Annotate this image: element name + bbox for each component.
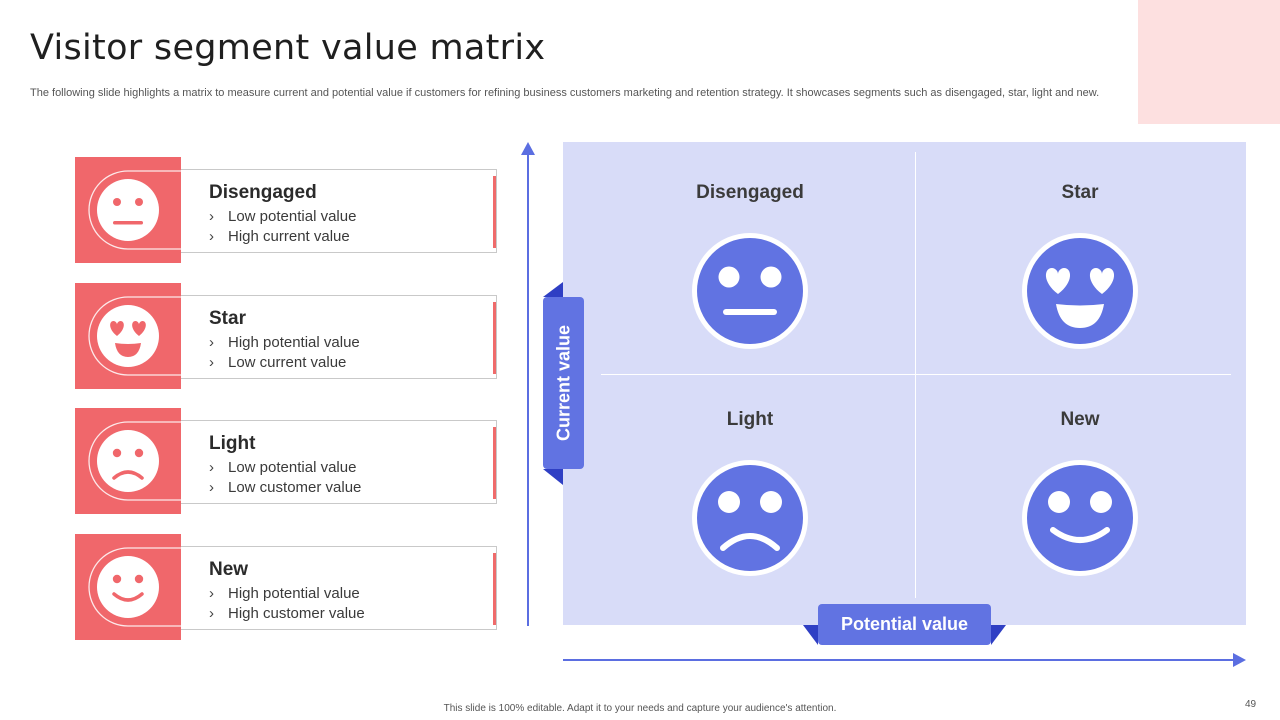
icon-tile [75, 534, 181, 640]
chevron-icon: › [209, 208, 214, 225]
card-edge [493, 553, 496, 625]
y-axis-arrow-icon [521, 142, 535, 155]
segment-card-star: Star ›High potential value ›Low current … [75, 283, 497, 389]
chevron-icon: › [209, 459, 214, 476]
page-number: 49 [1245, 699, 1257, 710]
chevron-icon: › [209, 604, 214, 622]
smile-face-icon [88, 547, 181, 627]
heart-eyes-face-icon [1022, 233, 1138, 349]
chevron-icon: › [209, 334, 214, 351]
bullet-item: ›High customer value [209, 604, 365, 622]
segment-bullets: ›Low potential value ›Low customer value [209, 458, 361, 497]
icon-tile [75, 157, 181, 263]
y-axis-tab-fold-bottom [543, 469, 563, 485]
card-edge [493, 302, 496, 374]
x-axis-arrow-icon [1233, 653, 1246, 667]
heart-eyes-face-icon [88, 296, 181, 376]
segment-bullets: ›Low potential value ›High current value [209, 207, 356, 246]
card-edge [493, 427, 496, 499]
bullet-item: ›Low potential value [209, 208, 357, 225]
neutral-face-icon [88, 170, 181, 250]
y-axis-tab-fold-top [543, 282, 563, 297]
bullet-item: ›High potential value [209, 334, 360, 351]
value-matrix: Disengaged Star Light New [563, 142, 1246, 625]
x-axis-tab-fold-right [991, 625, 1006, 645]
page-subtitle: The following slide highlights a matrix … [30, 87, 1100, 99]
chevron-icon: › [209, 478, 214, 496]
smile-face-icon [1022, 460, 1138, 576]
segment-bullets: ›High potential value ›High customer val… [209, 584, 365, 623]
segment-name: New [209, 559, 249, 580]
quadrant-label-disengaged: Disengaged [696, 182, 804, 203]
segment-name: Star [209, 308, 246, 329]
quadrant-label-light: Light [726, 409, 774, 430]
bullet-item: ›High potential value [209, 585, 360, 602]
bullet-item: ›High current value [209, 227, 350, 245]
x-axis-tab-fold-left [803, 625, 818, 645]
corner-accent [1138, 0, 1280, 124]
card-edge [493, 176, 496, 248]
icon-tile [75, 283, 181, 389]
chevron-icon: › [209, 227, 214, 245]
sad-face-icon [88, 421, 181, 501]
y-axis-label: Current value [553, 324, 573, 442]
bullet-item: ›Low potential value [209, 459, 357, 476]
quadrant-label-new: New [1060, 409, 1100, 430]
bullet-item: ›Low current value [209, 353, 347, 371]
segment-card-disengaged: Disengaged ›Low potential value ›High cu… [75, 157, 497, 263]
matrix-divider-vertical [915, 152, 916, 598]
y-axis-line [527, 152, 529, 626]
y-axis-label-tab: Current value [543, 297, 584, 469]
segment-card-new: New ›High potential value ›High customer… [75, 534, 497, 640]
segment-card-light: Light ›Low potential value ›Low customer… [75, 408, 497, 514]
segment-name: Disengaged [209, 182, 317, 203]
chevron-icon: › [209, 585, 214, 602]
x-axis-label: Potential value [818, 604, 991, 645]
icon-tile [75, 408, 181, 514]
page-title: Visitor segment value matrix [30, 28, 546, 68]
chevron-icon: › [209, 353, 214, 371]
sad-face-icon [692, 460, 808, 576]
segment-bullets: ›High potential value ›Low current value [209, 333, 360, 372]
x-axis-line [563, 659, 1237, 661]
segment-name: Light [209, 433, 256, 454]
quadrant-label-star: Star [1061, 182, 1099, 203]
neutral-face-icon [692, 233, 808, 349]
matrix-divider-horizontal [601, 374, 1231, 375]
footer-note: This slide is 100% editable. Adapt it to… [443, 703, 837, 714]
bullet-item: ›Low customer value [209, 478, 362, 496]
